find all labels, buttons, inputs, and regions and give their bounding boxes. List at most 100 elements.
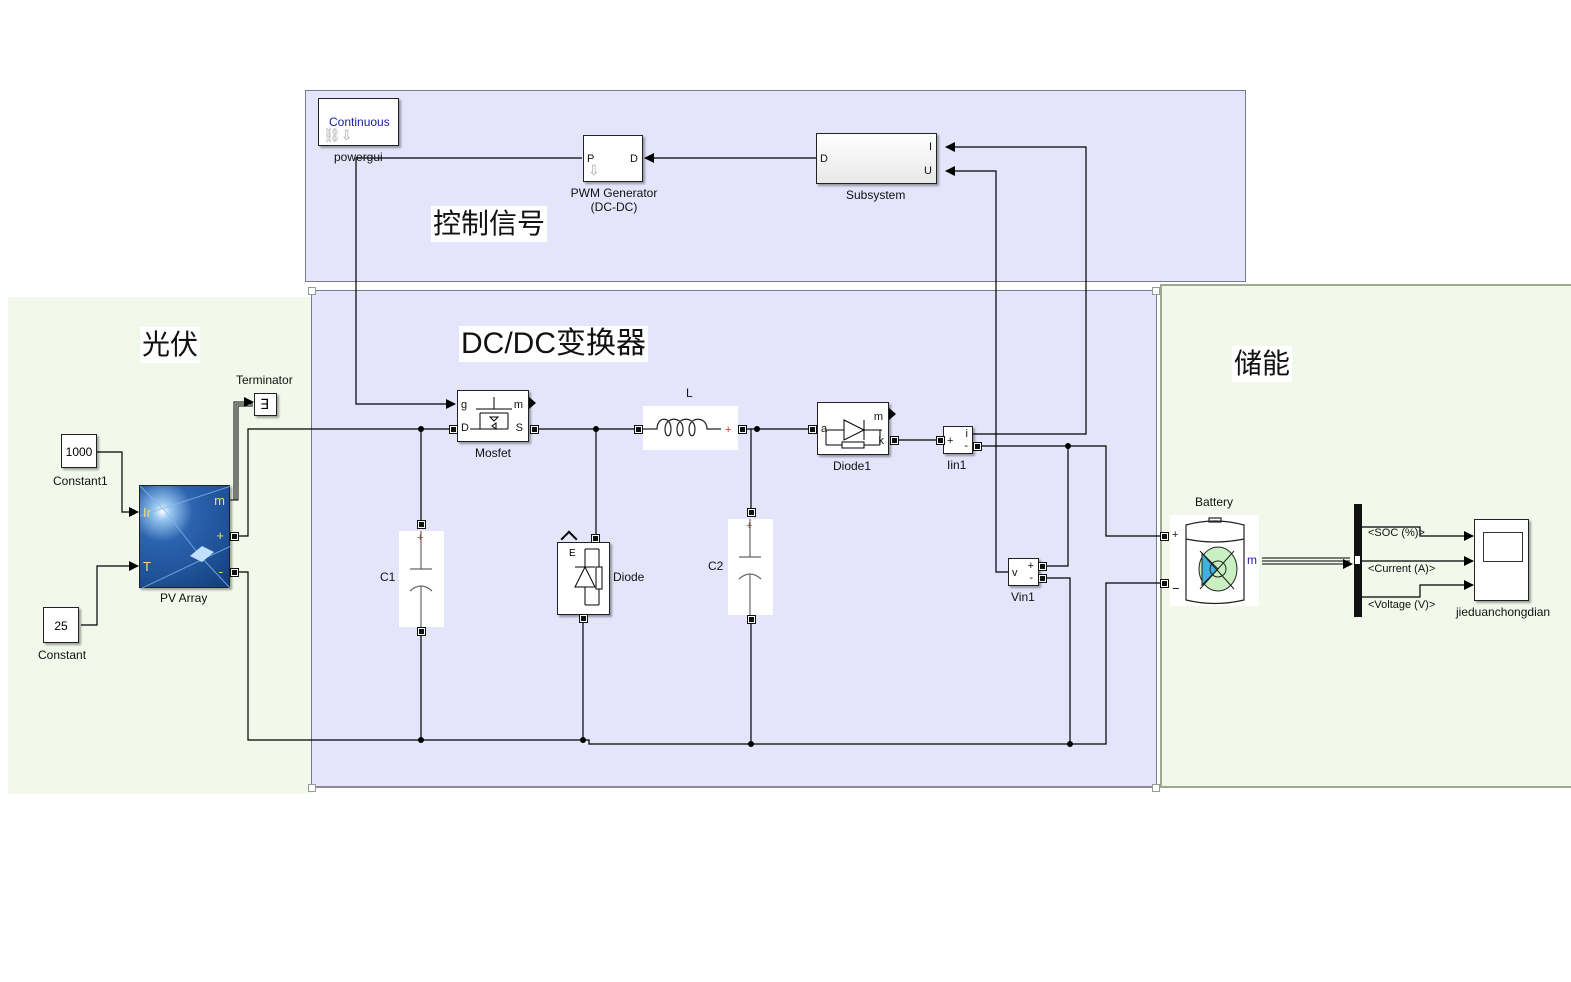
constant-block[interactable]: 25 [43, 607, 79, 643]
powergui-block[interactable]: Continuous ⛓⇩ [318, 98, 399, 146]
current-measurement-block[interactable]: + i - [943, 426, 973, 454]
port-minus: - [964, 440, 968, 452]
c1-top-terminal[interactable] [417, 520, 426, 529]
wire-const1 [97, 451, 139, 517]
constant-value: 25 [54, 619, 68, 633]
diode1-block[interactable]: a m k [817, 402, 889, 455]
diode-top-terminal[interactable] [591, 534, 600, 543]
vin1-plus-terminal[interactable] [1038, 562, 1047, 571]
inductor-left-terminal[interactable] [634, 425, 643, 434]
port-plus: + [216, 528, 224, 543]
terminator-block[interactable]: ∃ [254, 393, 277, 416]
pv-plus-terminal[interactable] [230, 532, 239, 541]
solar-cell-icon [140, 486, 231, 589]
port-m: m [1247, 553, 1257, 567]
library-link-icon: ⛓⇩ [323, 127, 353, 143]
junction-dots [418, 426, 1073, 747]
diode-block[interactable]: E [557, 542, 610, 615]
bus-output-soc: <SOC (%)> [1368, 527, 1425, 539]
pv-array-block[interactable]: Ir T m + - [139, 485, 231, 589]
diode-label: Diode [613, 570, 645, 584]
port-k: k [878, 435, 885, 447]
c1-bottom-terminal[interactable] [417, 627, 426, 636]
svg-text:+: + [725, 424, 731, 436]
diode1-a-terminal[interactable] [808, 425, 817, 434]
inductor-block[interactable]: + [643, 406, 738, 450]
wire-pwm-to-mosfet [355, 157, 582, 409]
mosfet-block[interactable]: g m D S [457, 390, 529, 442]
wire-iin-to-battery [978, 445, 1163, 537]
mosfet-d-terminal[interactable] [449, 425, 458, 434]
port-m: m [513, 399, 523, 411]
svg-text:E: E [569, 548, 576, 559]
port-g: g [461, 399, 468, 411]
resize-handle[interactable] [1152, 287, 1160, 295]
pwm-generator-block[interactable]: P D ⇩ [583, 135, 643, 182]
port-d: D [461, 422, 469, 434]
port-i: I [928, 141, 932, 153]
port-plus: + [1172, 529, 1179, 541]
vin1-minus-terminal[interactable] [1038, 574, 1047, 583]
port-p: P [587, 153, 595, 165]
port-ir: Ir [143, 505, 151, 520]
powergui-mode: Continuous [329, 115, 390, 129]
port-minus: - [1029, 572, 1033, 584]
battery-plus-terminal[interactable] [1160, 532, 1169, 541]
iin1-plus-terminal[interactable] [936, 436, 945, 445]
battery-minus-terminal[interactable] [1160, 579, 1169, 588]
scope-label: jieduanchongdian [1456, 605, 1551, 619]
powergui-label: powergui [334, 150, 383, 164]
capacitor-c2-block[interactable]: + [728, 519, 773, 615]
port-d: D [630, 153, 638, 165]
library-link-icon: ⇩ [588, 162, 600, 178]
diode-icon: E [569, 548, 603, 606]
mosfet-s-terminal[interactable] [530, 425, 539, 434]
battery-block[interactable]: + − m [1170, 515, 1259, 606]
battery-label: Battery [1195, 495, 1234, 509]
mosfet-icon [470, 397, 512, 430]
wire-iin-to-subsystem [945, 142, 1087, 435]
constant-label: Constant [38, 648, 87, 662]
capacitor-icon: + [409, 531, 433, 627]
inductor-label: L [686, 386, 693, 400]
port-s: S [515, 422, 523, 434]
constant1-label: Constant1 [53, 474, 108, 488]
c2-top-terminal[interactable] [747, 508, 756, 517]
bus-output-voltage: <Voltage (V)> [1368, 599, 1436, 611]
scope-block[interactable] [1474, 519, 1529, 601]
resize-handle[interactable] [1152, 784, 1160, 792]
voltage-measurement-block[interactable]: v + - [1008, 558, 1039, 586]
wire-const [81, 561, 139, 626]
c2-label: C2 [708, 559, 724, 573]
port-t: T [143, 559, 151, 574]
port-minus: - [218, 564, 223, 579]
port-plus: + [1027, 560, 1034, 572]
port-m: m [214, 493, 225, 508]
port-i: i [965, 428, 968, 440]
inductor-right-terminal[interactable] [738, 425, 747, 434]
svg-text:+: + [417, 532, 423, 544]
diode1-k-terminal[interactable] [890, 436, 899, 445]
capacitor-c1-block[interactable]: + [399, 531, 444, 627]
mosfet-measure-port[interactable] [529, 397, 536, 409]
control-signal-area[interactable] [305, 90, 1246, 282]
vin1-label: Vin1 [1011, 590, 1035, 604]
terminator-label: Terminator [236, 373, 293, 387]
bus-selector-block[interactable] [1354, 504, 1362, 617]
resize-handle[interactable] [308, 287, 316, 295]
diode1-measure-port[interactable] [889, 408, 896, 420]
scope-screen-icon [1483, 532, 1523, 562]
svg-text:+: + [746, 520, 752, 532]
c2-bottom-terminal[interactable] [747, 615, 756, 624]
subsystem-block[interactable]: D I U [816, 133, 937, 184]
port-v: v [1012, 567, 1018, 579]
pv-minus-terminal[interactable] [230, 568, 239, 577]
diode1-label: Diode1 [833, 459, 872, 473]
mosfet-label: Mosfet [475, 446, 512, 460]
bus-selector-input [1355, 556, 1360, 564]
resize-handle[interactable] [308, 784, 316, 792]
diode-bottom-terminal[interactable] [579, 614, 588, 623]
iin1-minus-terminal[interactable] [973, 442, 982, 451]
constant1-block[interactable]: 1000 [61, 434, 97, 468]
port-d: D [820, 153, 828, 165]
